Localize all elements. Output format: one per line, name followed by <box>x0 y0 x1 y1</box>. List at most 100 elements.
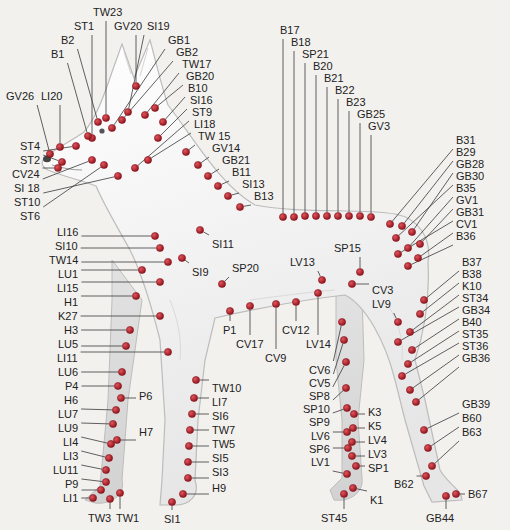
acupoint-dot <box>100 161 107 168</box>
leader-line <box>405 343 459 374</box>
leader-line <box>106 21 107 114</box>
acupoint-dot <box>156 278 163 285</box>
acupoint-dot <box>97 486 104 493</box>
leader-line <box>446 500 447 509</box>
leader-line <box>356 456 365 457</box>
acupoint-dot <box>190 394 197 401</box>
leader-line <box>358 414 365 415</box>
leader-line <box>344 498 345 509</box>
acupoint-dot <box>132 82 139 89</box>
leader-line <box>356 284 369 285</box>
leader-line <box>225 277 229 281</box>
leader-line <box>357 428 365 429</box>
leader-line <box>81 262 164 263</box>
point-label: SP21 <box>302 48 329 60</box>
leader-line <box>232 193 239 195</box>
point-label: LU7 <box>58 408 78 420</box>
point-label: B23 <box>346 96 366 108</box>
acupoint-dot <box>312 212 319 219</box>
leader-line <box>138 121 189 165</box>
point-label: TW1 <box>116 512 139 524</box>
point-label: K10 <box>462 280 482 292</box>
acupoint-dot <box>342 358 349 365</box>
acupoint-dot <box>424 444 431 451</box>
leader-line <box>192 462 209 463</box>
point-label: CV12 <box>282 324 310 336</box>
point-label: LV6 <box>311 430 330 442</box>
acupoint-dot <box>168 498 175 505</box>
acupoint-dot <box>226 307 233 314</box>
acupoint-dot <box>54 164 61 171</box>
point-label: B29 <box>456 146 476 158</box>
leader-line <box>423 283 459 312</box>
point-label: P4 <box>65 380 78 392</box>
acupoint-dot <box>46 150 53 157</box>
point-label: SP8 <box>309 390 330 402</box>
leader-line <box>120 497 121 509</box>
acupoint-dot <box>179 490 186 497</box>
leader-line <box>333 344 342 374</box>
point-label: TW7 <box>212 424 235 436</box>
point-label: GB21 <box>222 154 250 166</box>
point-label: SP9 <box>309 416 330 428</box>
acupoint-dot <box>367 213 374 220</box>
leader-line <box>198 398 209 399</box>
leader-line <box>125 398 136 399</box>
acupoint-dot <box>408 346 415 353</box>
leader-line <box>43 161 89 179</box>
point-label: LV3 <box>368 448 387 460</box>
leader-line <box>250 310 251 335</box>
leader-line <box>413 295 459 330</box>
acupoint-dot <box>185 442 192 449</box>
point-label: GB20 <box>186 70 214 82</box>
leader-line <box>81 498 89 499</box>
acupoint-dot <box>246 302 253 309</box>
point-label: SI9 <box>192 266 209 278</box>
leader-line <box>81 346 122 347</box>
acupoint-dot <box>342 384 349 391</box>
leader-line <box>81 451 105 457</box>
point-label: P9 <box>65 478 78 490</box>
point-label: H9 <box>212 482 226 494</box>
acupoint-dot <box>151 232 158 239</box>
point-label: ST34 <box>462 292 488 304</box>
acupoint-dot <box>343 470 350 477</box>
acupoint-dot <box>398 222 405 229</box>
point-label: GB2 <box>176 46 198 58</box>
point-label: GB31 <box>456 206 484 218</box>
point-label: LV13 <box>290 256 315 268</box>
point-label: K3 <box>368 406 381 418</box>
acupoint-dot <box>118 116 125 123</box>
leader-line <box>244 205 251 206</box>
acupoint-dot <box>88 156 95 163</box>
acupoint-dot <box>154 134 161 141</box>
leader-line <box>316 75 317 212</box>
point-label: LI20 <box>41 90 62 102</box>
acupoint-dot <box>105 454 112 461</box>
acupoint-dot <box>94 118 101 125</box>
point-label: B2 <box>61 34 74 46</box>
far-hind-leg <box>330 288 364 500</box>
point-label: LI7 <box>212 396 227 408</box>
point-label: LU6 <box>58 366 78 378</box>
acupoint-dot <box>422 472 429 479</box>
acupoint-dot <box>102 478 109 485</box>
point-label: B37 <box>462 256 482 268</box>
point-label: B31 <box>456 134 476 146</box>
acupoint-dot <box>84 132 91 139</box>
leader-line <box>81 479 102 482</box>
point-label: SI11 <box>212 238 234 250</box>
point-label: B21 <box>324 72 344 84</box>
leader-line <box>81 236 151 237</box>
point-label: ST1 <box>74 20 94 32</box>
leader-line <box>92 35 93 134</box>
leader-line <box>121 440 136 441</box>
point-label: SP15 <box>334 242 361 254</box>
acupoint-dot <box>72 142 79 149</box>
leader-line <box>81 282 156 283</box>
leader-line <box>81 409 112 411</box>
leader-line <box>43 177 114 193</box>
acupoint-dot <box>420 296 427 303</box>
